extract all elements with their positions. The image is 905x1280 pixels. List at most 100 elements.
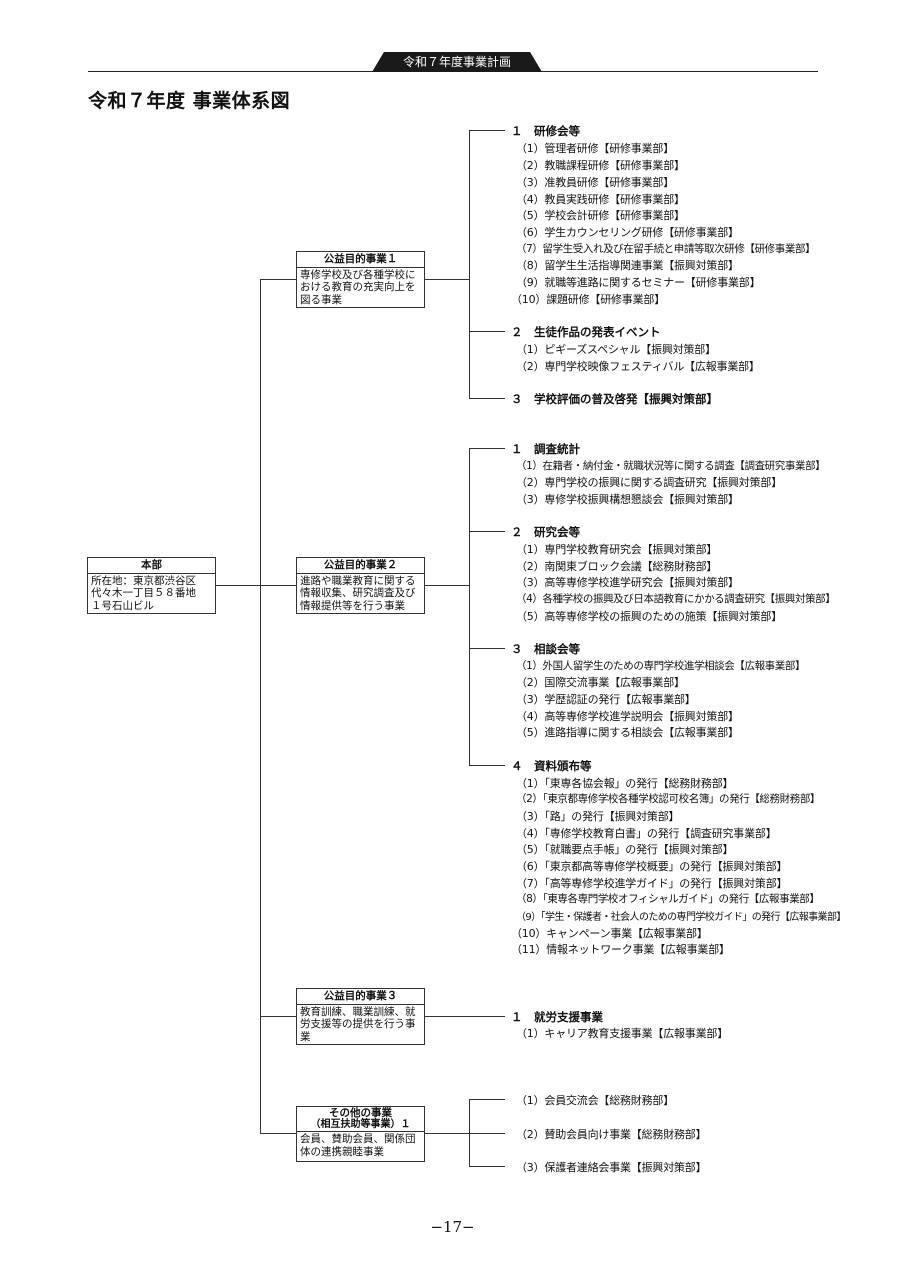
list-item: （1）「東専各協会報」の発行【総務財務部】 bbox=[516, 777, 734, 790]
list-item: （3）准教員研修【研修事業部】 bbox=[516, 176, 674, 189]
connector-line bbox=[469, 331, 505, 332]
list-item: （2）教職課程研修【研修事業部】 bbox=[516, 159, 685, 172]
group-heading: １ 就労支援事業 bbox=[511, 1010, 603, 1024]
list-item: （5）高等専修学校の振興のための施策【振興対策部】 bbox=[516, 610, 782, 623]
list-item: （7）留学生受入れ及び在留手続と申請等取次研修【研修事業部】 bbox=[516, 243, 816, 255]
branch-box-title: 公益目的事業２ bbox=[297, 558, 424, 574]
branch-line: 労支援等の提供を行う事 bbox=[300, 1018, 416, 1030]
list-item: （8）「東専各専門学校オフィシャルガイド」の発行【広報事業部】 bbox=[516, 893, 820, 905]
connector-line bbox=[425, 1133, 470, 1134]
list-item: （5）学校会計研修【研修事業部】 bbox=[516, 209, 685, 222]
group-heading: ４ 資料頒布等 bbox=[511, 759, 592, 773]
connector-line bbox=[260, 1016, 296, 1017]
connector-line bbox=[260, 1133, 296, 1134]
connector-line bbox=[469, 130, 505, 131]
branch-box-2: 公益目的事業２ 進路や職業教育に関する 情報収集、研究調査及び 情報提供等を行う… bbox=[296, 557, 425, 614]
list-item: （3）専修学校振興構想懇談会【振興対策部】 bbox=[516, 493, 739, 506]
page-title: 令和７年度 事業体系図 bbox=[88, 90, 291, 112]
list-item: （6）学生カウンセリング研修【研修事業部】 bbox=[516, 226, 739, 239]
group-heading: ３ 学校評価の普及啓発【振興対策部】 bbox=[511, 392, 718, 406]
connector-line bbox=[469, 448, 505, 449]
list-item: （7）「高等専修学校進学ガイド」の発行【振興対策部】 bbox=[516, 877, 788, 890]
branch-title-line: その他の事業 bbox=[329, 1107, 392, 1119]
branch-title-line: （相互扶助等事業）１ bbox=[310, 1119, 411, 1130]
list-item: （8）留学生生活指導関連事業【振興対策部】 bbox=[516, 259, 739, 272]
connector-line bbox=[469, 648, 505, 649]
branch-line: 専修学校及び各種学校に bbox=[300, 268, 416, 281]
group-heading: １ 研修会等 bbox=[511, 124, 580, 138]
group-heading: ３ 相談会等 bbox=[511, 642, 580, 656]
list-item: （5）「就職要点手帳」の発行【振興対策部】 bbox=[516, 843, 734, 856]
list-item: （9）「学生・保護者・社会人のための専門学校ガイド」の発行【広報事業部】 bbox=[516, 912, 846, 923]
root-box-body: 所在地：東京都渋谷区 代々木一丁目５８番地 １号石山ビル bbox=[88, 574, 215, 614]
list-item: （5）進路指導に関する相談会【広報事業部】 bbox=[516, 726, 739, 739]
list-item: （3）高等専修学校進学研究会【振興対策部】 bbox=[516, 576, 739, 589]
group-heading: １ 調査統計 bbox=[511, 442, 580, 456]
list-item: （2）専門学校の振興に関する調査研究【振興対策部】 bbox=[516, 476, 782, 489]
connector-bracket bbox=[469, 130, 470, 399]
branch-box-title: 公益目的事業１ bbox=[297, 252, 424, 268]
list-item: （3）保護者連絡会事業【振興対策部】 bbox=[516, 1161, 707, 1174]
branch-line: 教育訓練、職業訓練、就 bbox=[300, 1005, 416, 1018]
branch-box-4: その他の事業 （相互扶助等事業）１ 会員、賛助会員、関係団 体の連携親睦事業 bbox=[296, 1106, 425, 1162]
list-item: （3）学歴認証の発行【広報事業部】 bbox=[516, 693, 696, 706]
branch-box-title: その他の事業 （相互扶助等事業）１ bbox=[297, 1107, 424, 1132]
list-item: （1）管理者研修【研修事業部】 bbox=[516, 142, 674, 155]
branch-box-body: 会員、賛助会員、関係団 体の連携親睦事業 bbox=[297, 1132, 424, 1159]
list-item: （10）キャンペーン事業【広報事業部】 bbox=[511, 927, 708, 940]
connector-line bbox=[469, 1133, 505, 1134]
list-item: （2）国際交流事業【広報事業部】 bbox=[516, 676, 685, 689]
branch-line: おける教育の充実向上を bbox=[300, 281, 416, 293]
connector-line bbox=[425, 1016, 505, 1017]
list-item: （6）「東京都高等専修学校概要」の発行【振興対策部】 bbox=[516, 860, 788, 873]
list-item: （4）教員実践研修【研修事業部】 bbox=[516, 193, 685, 206]
branch-line: 図る事業 bbox=[300, 293, 342, 306]
list-item: （4）高等専修学校進学説明会【振興対策部】 bbox=[516, 710, 739, 723]
connector-trunk bbox=[260, 279, 261, 1134]
root-line: 代々木一丁目５８番地 bbox=[91, 587, 196, 599]
connector-line bbox=[260, 279, 296, 280]
list-item: （10）課題研修【研修事業部】 bbox=[511, 293, 665, 306]
branch-line: 進路や職業教育に関する bbox=[300, 574, 416, 587]
list-item: （1）会員交流会【総務財務部】 bbox=[516, 1094, 674, 1107]
group-heading: ２ 研究会等 bbox=[511, 525, 580, 539]
connector-line bbox=[469, 531, 505, 532]
branch-box-1: 公益目的事業１ 専修学校及び各種学校に おける教育の充実向上を 図る事業 bbox=[296, 251, 425, 308]
connector-line bbox=[425, 585, 470, 586]
list-item: （2）「東京都専修学校各種学校認可校名簿」の発行【総務財務部】 bbox=[516, 793, 821, 805]
connector-line bbox=[469, 1166, 505, 1167]
branch-box-body: 進路や職業教育に関する 情報収集、研究調査及び 情報提供等を行う事業 bbox=[297, 574, 424, 614]
list-item: （11）情報ネットワーク事業【広報事業部】 bbox=[511, 943, 730, 956]
list-item: （2）専門学校映像フェスティバル【広報事業部】 bbox=[516, 360, 760, 373]
connector-line bbox=[216, 585, 261, 586]
list-item: （1）外国人留学生のための専門学校進学相談会【広報事業部】 bbox=[516, 660, 806, 672]
branch-line: 情報収集、研究調査及び bbox=[300, 587, 416, 599]
connector-line bbox=[425, 279, 470, 280]
list-item: （1）ピギーズスペシャル【振興対策部】 bbox=[516, 343, 716, 356]
connector-bracket bbox=[469, 1099, 470, 1166]
connector-line bbox=[469, 398, 505, 399]
root-line: １号石山ビル bbox=[91, 599, 154, 612]
branch-box-title: 公益目的事業３ bbox=[297, 989, 424, 1005]
header-tab: 令和７年度事業計画 bbox=[372, 52, 542, 72]
connector-line bbox=[469, 765, 505, 766]
page-number: −17− bbox=[430, 1218, 475, 1236]
branch-line: 情報提供等を行う事業 bbox=[300, 599, 405, 612]
root-line: 所在地：東京都渋谷区 bbox=[91, 574, 196, 587]
connector-line bbox=[260, 585, 296, 586]
list-item: （3）「路」の発行【振興対策部】 bbox=[516, 810, 680, 823]
branch-box-body: 専修学校及び各種学校に おける教育の充実向上を 図る事業 bbox=[297, 268, 424, 308]
list-item: （4）各種学校の振興及び日本語教育にかかる調査研究【振興対策部】 bbox=[516, 593, 836, 605]
list-item: （2）賛助会員向け事業【総務財務部】 bbox=[516, 1128, 707, 1141]
root-box-title: 本部 bbox=[88, 558, 215, 574]
group-heading: ２ 生徒作品の発表イベント bbox=[511, 325, 661, 339]
connector-line bbox=[469, 1099, 505, 1100]
root-box: 本部 所在地：東京都渋谷区 代々木一丁目５８番地 １号石山ビル bbox=[87, 557, 216, 614]
list-item: （9）就職等進路に関するセミナー【研修事業部】 bbox=[516, 276, 761, 289]
branch-box-3: 公益目的事業３ 教育訓練、職業訓練、就 労支援等の提供を行う事 業 bbox=[296, 988, 425, 1045]
branch-line: 業 bbox=[300, 1030, 311, 1043]
list-item: （1）専門学校教育研究会【振興対策部】 bbox=[516, 543, 718, 556]
list-item: （1）在籍者・納付金・就職状況等に関する調査【調査研究事業部】 bbox=[516, 460, 826, 472]
list-item: （4）「専修学校教育白書」の発行【調査研究事業部】 bbox=[516, 827, 777, 840]
branch-line: 会員、賛助会員、関係団 bbox=[300, 1133, 416, 1145]
